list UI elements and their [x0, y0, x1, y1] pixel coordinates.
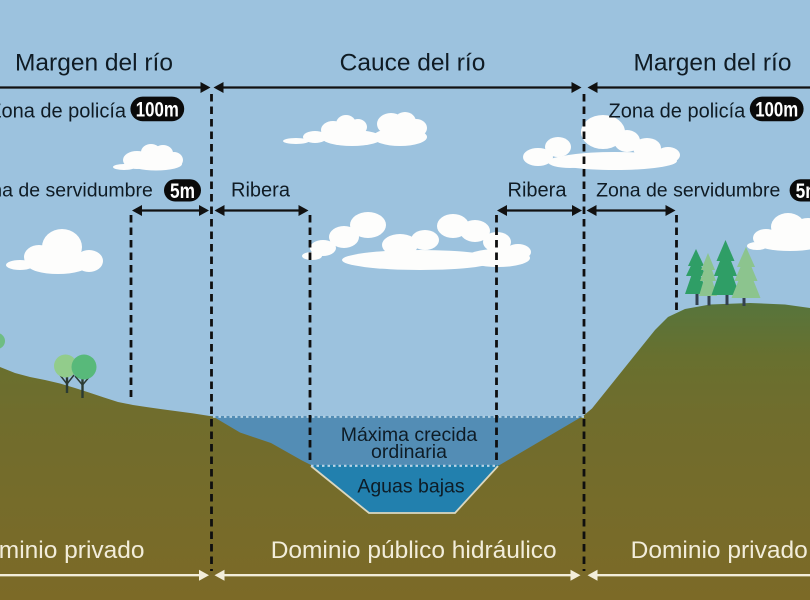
svg-text:Margen del río: Margen del río [634, 50, 792, 77]
svg-text:100m: 100m [755, 98, 798, 122]
svg-text:Zona de policía: Zona de policía [609, 101, 747, 123]
svg-text:ordinaria: ordinaria [371, 441, 447, 463]
svg-text:100m: 100m [136, 98, 179, 122]
svg-text:Zona de policía: Zona de policía [0, 101, 127, 123]
svg-text:5m: 5m [170, 180, 195, 203]
svg-text:Zona de servidumbre: Zona de servidumbre [0, 180, 153, 202]
svg-text:Dominio público hidráulico: Dominio público hidráulico [271, 537, 557, 564]
svg-text:Margen del río: Margen del río [15, 50, 173, 77]
svg-text:Ribera: Ribera [508, 180, 568, 202]
svg-text:Máxima crecida: Máxima crecida [341, 424, 478, 446]
svg-text:Dominio privado: Dominio privado [631, 537, 808, 564]
svg-text:5m: 5m [796, 180, 810, 203]
svg-text:Ribera: Ribera [231, 180, 291, 202]
svg-text:Dominio privado: Dominio privado [0, 537, 145, 564]
svg-text:Aguas bajas: Aguas bajas [357, 476, 465, 498]
svg-text:Zona de servidumbre: Zona de servidumbre [596, 180, 780, 202]
svg-text:Cauce del río: Cauce del río [340, 50, 486, 77]
